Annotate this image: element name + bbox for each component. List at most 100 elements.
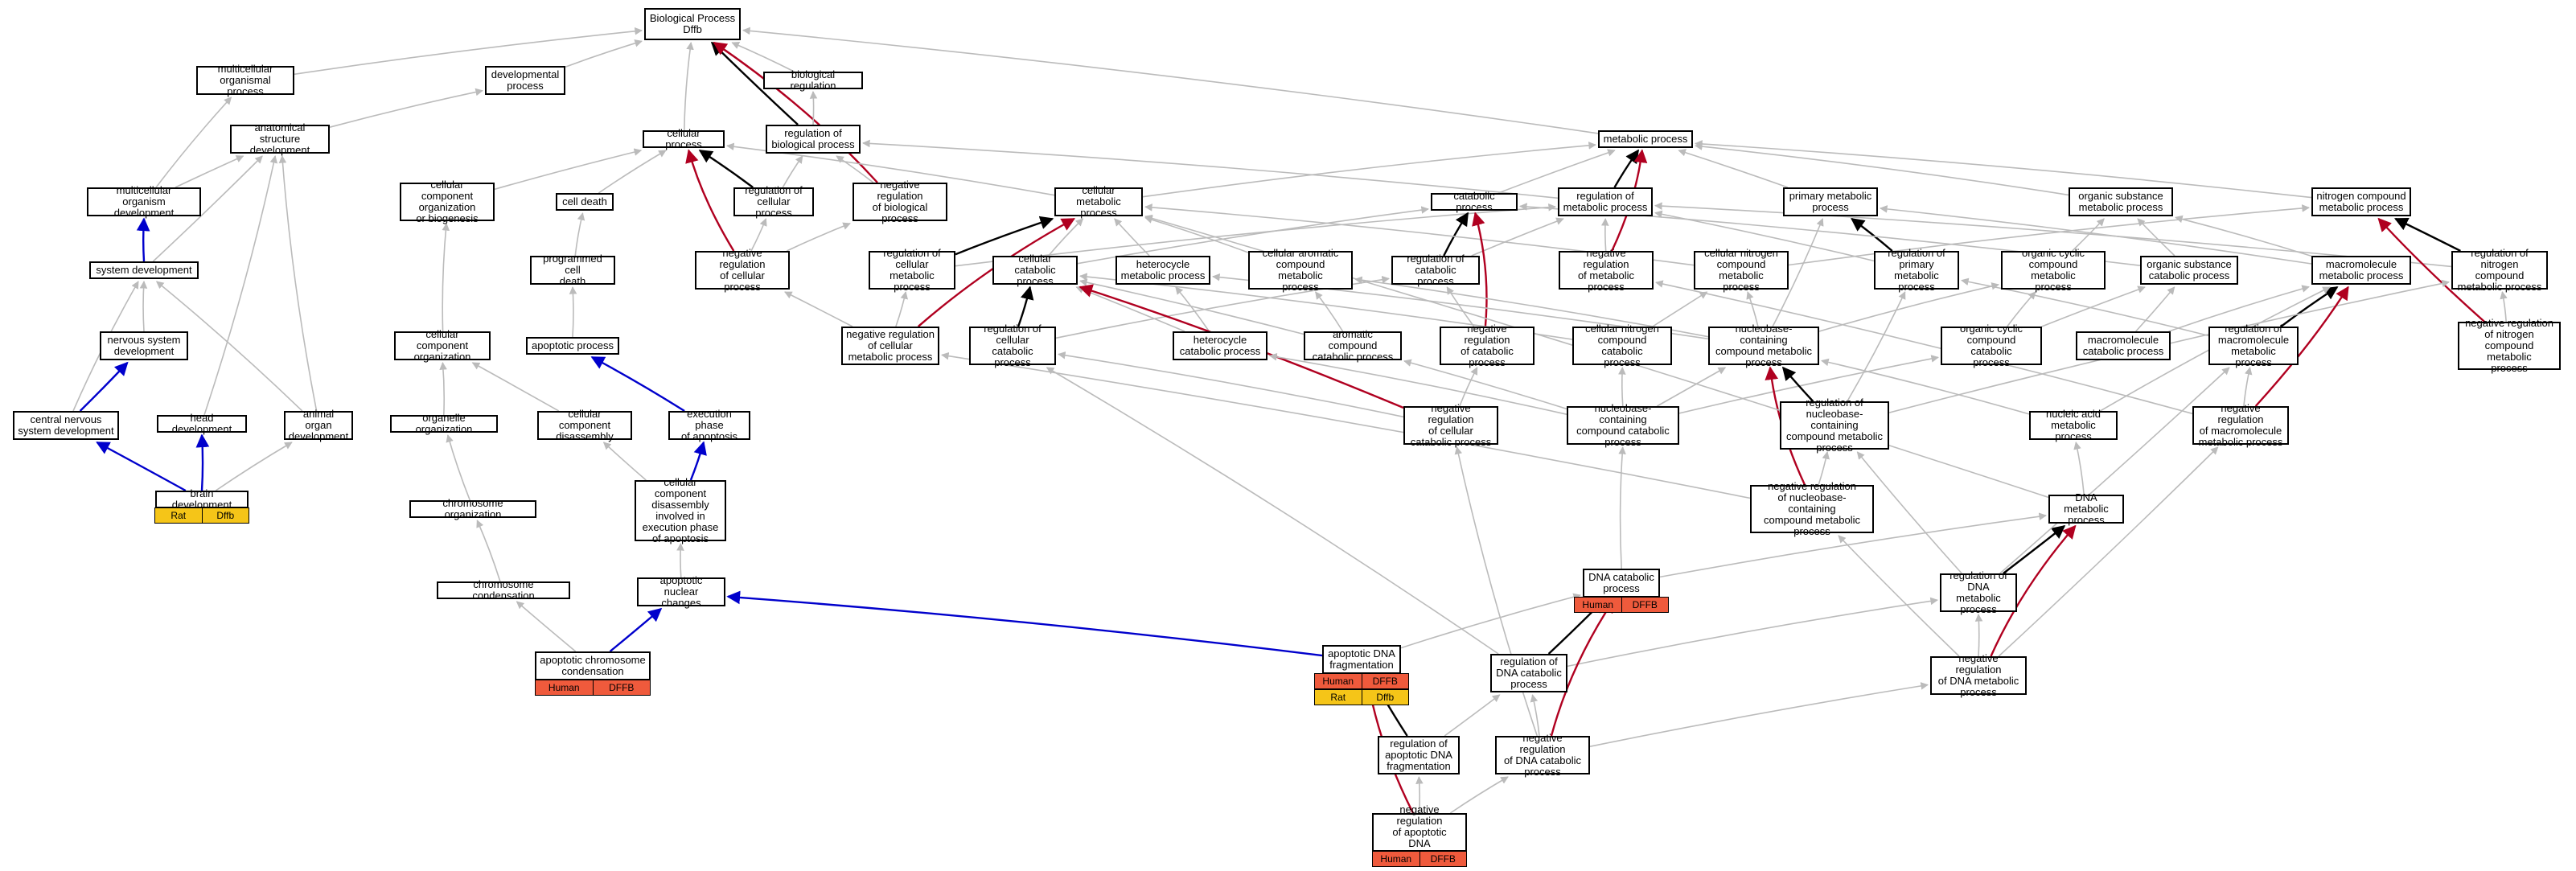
edge-dev-to-bp bbox=[565, 39, 643, 68]
edge-aromet-to-cellmet bbox=[1144, 216, 1249, 253]
go-term-arocat[interactable]: aromatic compound catabolic process bbox=[1304, 329, 1402, 363]
edge-ccdis-to-cco bbox=[471, 362, 560, 412]
edge-macrocat-to-osubcat bbox=[2135, 286, 2175, 332]
go-term-pcd[interactable]: programmed cell death bbox=[530, 253, 615, 287]
go-term-dnacat[interactable]: DNA catabolic process bbox=[1583, 569, 1660, 598]
go-term-nucacid[interactable]: nucleic acid metabolic process bbox=[2029, 409, 2118, 442]
go-term-negregmacro[interactable]: negative regulation of macromolecule met… bbox=[2192, 403, 2289, 448]
edge-regnbcm-to-regprim bbox=[1847, 291, 1906, 402]
go-term-cellcat[interactable]: cellular catabolic process bbox=[992, 253, 1078, 287]
go-term-nitro[interactable]: nitrogen compound metabolic process bbox=[2311, 187, 2411, 216]
go-term-negregcell[interactable]: negative regulation of cellular process bbox=[695, 248, 790, 293]
go-term-apopdnafrag[interactable]: apoptotic DNA fragmentation bbox=[1322, 645, 1401, 674]
go-term-regcellcat[interactable]: regulation of cellular catabolic process bbox=[969, 323, 1056, 368]
go-term-negregbio[interactable]: negative regulation of biological proces… bbox=[853, 179, 947, 224]
go-term-nbcm[interactable]: nucleobase-containing compound metabolic… bbox=[1708, 323, 1819, 368]
go-term-regmacro[interactable]: regulation of macromolecule metabolic pr… bbox=[2208, 323, 2299, 368]
go-term-metproc[interactable]: metabolic process bbox=[1598, 130, 1693, 148]
go-term-negregdnamet[interactable]: negative regulation of DNA metabolic pro… bbox=[1930, 653, 2027, 698]
go-term-headdev[interactable]: head development bbox=[157, 413, 247, 435]
edge-cnitrocat-to-cnitro bbox=[1652, 291, 1708, 327]
go-term-braindev[interactable]: brain development bbox=[155, 488, 249, 511]
go-term-ccdis[interactable]: cellular component disassembly bbox=[537, 409, 632, 442]
edge-mop-to-bp bbox=[294, 27, 643, 76]
edge-negregdnacat-to-regdnacat bbox=[1530, 694, 1540, 737]
go-term-cnitrocat[interactable]: cellular nitrogen compound catabolic pro… bbox=[1572, 323, 1672, 368]
edge-chromorg-to-orgorg bbox=[446, 434, 471, 501]
go-term-aod[interactable]: animal organ development bbox=[284, 409, 353, 442]
go-term-negregcat[interactable]: negative regulation of catabolic process bbox=[1440, 323, 1535, 368]
go-term-sysdev[interactable]: system development bbox=[89, 261, 199, 279]
edge-hetcat-to-hetmet bbox=[1175, 286, 1210, 332]
go-term-regmet[interactable]: regulation of metabolic process bbox=[1558, 187, 1653, 216]
go-term-regdnamet[interactable]: regulation of DNA metabolic process bbox=[1940, 570, 2017, 615]
go-term-regcellmet[interactable]: regulation of cellular metabolic process bbox=[869, 248, 955, 293]
go-term-ccdisapop[interactable]: cellular component disassembly involved … bbox=[635, 477, 726, 544]
edge-regbio-to-bioreg bbox=[809, 91, 818, 125]
go-term-nbcc[interactable]: nucleobase-containing compound catabolic… bbox=[1567, 403, 1679, 448]
edge-regnitro-to-nitro bbox=[2393, 217, 2461, 253]
go-term-dev[interactable]: developmental process bbox=[485, 66, 565, 95]
go-term-negregcellcat[interactable]: negative regulation of cellular cataboli… bbox=[1403, 403, 1498, 448]
edge-negregnitro-to-nitro bbox=[2377, 217, 2485, 323]
go-term-macro[interactable]: macromolecule metabolic process bbox=[2311, 256, 2411, 285]
go-term-regcat[interactable]: regulation of catabolic process bbox=[1391, 253, 1480, 287]
go-term-mop[interactable]: multicellular organismal process bbox=[196, 64, 294, 97]
go-term-ccob[interactable]: cellular component organization or bioge… bbox=[400, 179, 495, 224]
go-term-apopchrom[interactable]: apoptotic chromosome condensation bbox=[535, 651, 651, 680]
go-term-ocyccat[interactable]: organic cyclic compound catabolic proces… bbox=[1941, 323, 2042, 368]
go-term-bp[interactable]: Biological Process Dffb bbox=[644, 8, 741, 40]
edge-regcat-to-catab bbox=[1443, 212, 1469, 257]
go-term-negregapopdna[interactable]: negative regulation of apoptotic DNA fra… bbox=[1372, 804, 1467, 861]
go-term-chromcond[interactable]: chromosome condensation bbox=[437, 579, 570, 602]
go-term-negregnitro[interactable]: negative regulation of nitrogen compound… bbox=[2458, 318, 2561, 374]
go-term-osubcat[interactable]: organic substance catabolic process bbox=[2140, 256, 2238, 285]
go-term-regnbcm[interactable]: regulation of nucleobase-containing comp… bbox=[1780, 397, 1889, 454]
go-term-regprim[interactable]: regulation of primary metabolic process bbox=[1874, 248, 1959, 293]
go-term-orgsub[interactable]: organic substance metabolic process bbox=[2069, 187, 2173, 216]
go-term-negregmet[interactable]: negative regulation of metabolic process bbox=[1559, 248, 1654, 293]
go-term-dnamet[interactable]: DNA metabolic process bbox=[2048, 492, 2124, 526]
go-term-primmet[interactable]: primary metabolic process bbox=[1783, 187, 1878, 216]
go-term-cns[interactable]: central nervous system development bbox=[13, 411, 119, 440]
go-term-orgorg[interactable]: organelle organization bbox=[390, 413, 498, 435]
go-term-regnitro[interactable]: regulation of nitrogen compound metaboli… bbox=[2451, 248, 2548, 293]
go-term-execapop[interactable]: execution phase of apoptosis bbox=[668, 409, 750, 442]
go-term-ocyc[interactable]: organic cyclic compound metabolic proces… bbox=[2001, 248, 2106, 293]
go-term-negregnbcm[interactable]: negative regulation of nucleobase-contai… bbox=[1750, 481, 1874, 537]
go-term-cco[interactable]: cellular component organization bbox=[394, 329, 491, 363]
gene-tag: DFFB bbox=[1419, 852, 1466, 866]
go-term-celldeath[interactable]: cell death bbox=[556, 193, 614, 211]
edge-negregmet-to-regmet bbox=[1601, 218, 1609, 252]
go-term-cnitro[interactable]: cellular nitrogen compound metabolic pro… bbox=[1694, 248, 1789, 293]
go-term-apopnuc[interactable]: apoptotic nuclear changes bbox=[637, 575, 725, 609]
edge-hetmet-to-cellmet bbox=[1114, 218, 1150, 257]
go-term-asd[interactable]: anatomical structure development bbox=[230, 122, 330, 156]
go-term-mod[interactable]: multicellular organism development bbox=[87, 185, 201, 219]
edge-negregdnamet-to-negregmacro bbox=[1998, 446, 2219, 657]
edge-regnitro-to-regmet bbox=[1654, 202, 2452, 268]
go-term-chromorg[interactable]: chromosome organization bbox=[409, 498, 536, 520]
go-term-negregcellmet[interactable]: negative regulation of cellular metaboli… bbox=[841, 327, 939, 365]
edge-negregnbcm-to-regnbcm bbox=[1818, 451, 1830, 486]
edge-sysdev-to-mod bbox=[136, 217, 150, 262]
go-term-cellmet[interactable]: cellular metabolic process bbox=[1054, 185, 1143, 219]
go-term-regdnacat[interactable]: regulation of DNA catabolic process bbox=[1490, 654, 1567, 692]
edge-negregcellcat-to-regcellcat bbox=[1058, 351, 1404, 418]
go-term-bioreg[interactable]: biological regulation bbox=[763, 69, 863, 92]
go-term-regbio[interactable]: regulation of biological process bbox=[766, 125, 861, 154]
go-term-nsd[interactable]: nervous system development bbox=[100, 331, 188, 360]
go-term-negregdnacat[interactable]: negative regulation of DNA catabolic pro… bbox=[1495, 733, 1590, 778]
go-term-regcell[interactable]: regulation of cellular process bbox=[733, 185, 814, 219]
go-term-macrocat[interactable]: macromolecule catabolic process bbox=[2076, 331, 2171, 360]
go-term-regapopdna[interactable]: regulation of apoptotic DNA fragmentatio… bbox=[1378, 736, 1460, 774]
edge-negregcellmet-to-regcellmet bbox=[895, 291, 908, 327]
go-term-aromet[interactable]: cellular aromatic compound metabolic pro… bbox=[1248, 248, 1353, 293]
go-term-hetcat[interactable]: heterocycle catabolic process bbox=[1173, 331, 1267, 360]
go-term-hetmet[interactable]: heterocycle metabolic process bbox=[1115, 256, 1210, 285]
edge-regapopdna-to-regdnacat bbox=[1444, 694, 1501, 737]
go-term-catab[interactable]: catabolic process bbox=[1431, 191, 1518, 213]
go-term-apop[interactable]: apoptotic process bbox=[526, 337, 619, 355]
go-term-cellproc[interactable]: cellular process bbox=[643, 128, 725, 150]
